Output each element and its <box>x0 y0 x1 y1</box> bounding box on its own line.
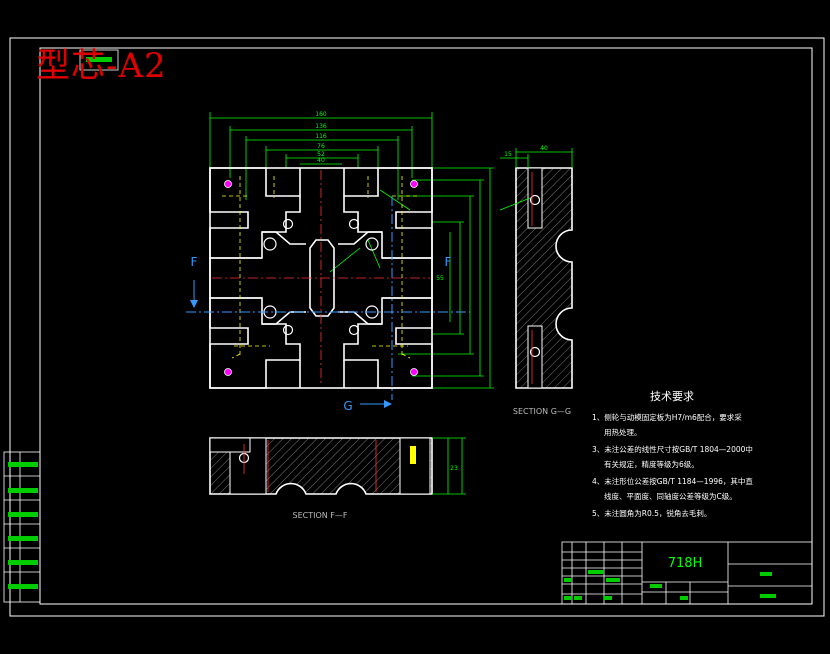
cut-g: G <box>343 399 352 413</box>
section-ff-label: SECTION F—F <box>293 511 348 520</box>
tech-item-3: 3、未注公差的线性尺寸按GB/T 1804—2000中 <box>592 444 753 454</box>
dim-160: 160 <box>315 111 327 118</box>
dim-ff-height: 23 <box>450 465 458 472</box>
tech-heading: 技术要求 <box>650 390 694 403</box>
dim-gg-offset: 15 <box>504 151 512 158</box>
tech-item-1b: 用热处理。 <box>604 427 642 437</box>
title-block: 718H <box>561 541 813 605</box>
dim-116: 116 <box>315 133 327 140</box>
tech-item-1: 1、侧轮与动模固定板为H7/m6配合，要求采 <box>592 412 742 422</box>
inner-border <box>39 47 813 605</box>
dim-76: 76 <box>317 143 325 150</box>
cut-f-left: F <box>191 255 198 269</box>
section-ff-view: 23 SECTION F—F <box>209 437 466 520</box>
tech-item-3b: 有关规定，精度等级为6级。 <box>604 459 699 469</box>
tech-item-4b: 线度、平面度、同轴度公差等级为C级。 <box>604 491 737 501</box>
dim-40: 40 <box>317 157 325 164</box>
plan-view: 160 136 116 76 52 40 55 <box>186 111 494 413</box>
section-gg-label: SECTION G—G <box>513 407 571 416</box>
title-stamp: 型芯-A2 <box>36 46 167 86</box>
outer-border <box>9 37 825 617</box>
corner-code-box <box>79 49 119 71</box>
tech-requirements: 技术要求 1、侧轮与动模固定板为H7/m6配合，要求采 用热处理。 3、未注公差… <box>592 390 753 518</box>
side-strip-table <box>3 451 41 603</box>
material-label: 718H <box>668 556 703 571</box>
dim-136: 136 <box>315 123 327 130</box>
dim-52: 52 <box>317 151 325 158</box>
dim-55: 55 <box>436 275 444 282</box>
cut-f-right: F <box>445 255 452 269</box>
tech-item-5: 5、未注圆角为R0.5，锐角去毛刺。 <box>592 508 711 518</box>
dim-gg-width: 40 <box>540 145 548 152</box>
section-gg-view: 40 15 SECTION G—G <box>499 145 573 416</box>
tech-item-4: 4、未注形位公差按GB/T 1184—1996，其中直 <box>592 476 753 486</box>
